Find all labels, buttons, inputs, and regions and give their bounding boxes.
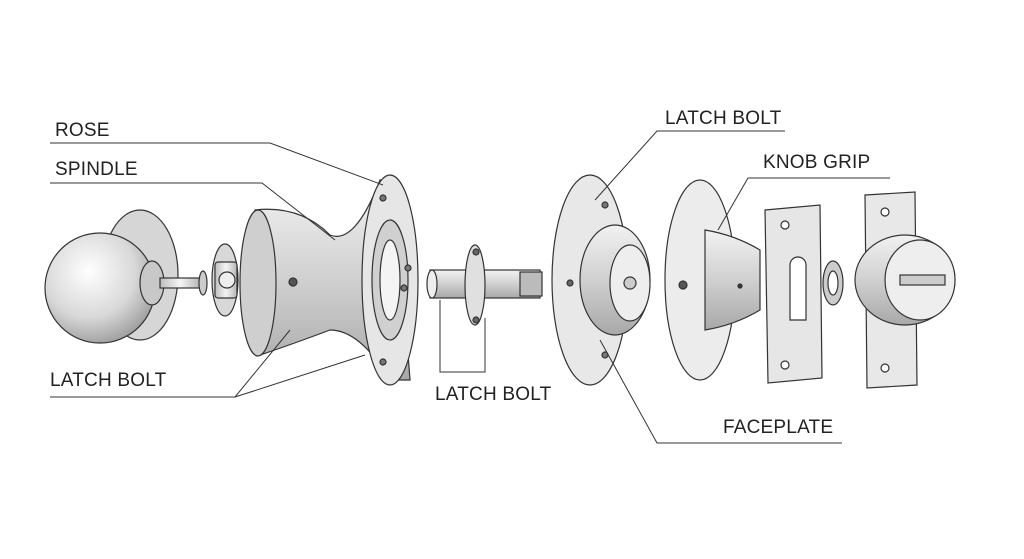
nut bbox=[211, 243, 239, 317]
knob-ball bbox=[44, 209, 208, 344]
label-rose: ROSE bbox=[55, 120, 110, 141]
rose-spindle bbox=[239, 174, 419, 386]
faceplate bbox=[764, 204, 823, 384]
latch-rose bbox=[551, 174, 651, 386]
label-latch-bolt-center: LATCH BOLT bbox=[435, 384, 552, 405]
label-latch-bolt-right: LATCH BOLT bbox=[665, 108, 782, 129]
label-latch-bolt-left: LATCH BOLT bbox=[50, 370, 167, 391]
label-knob-grip: KNOB GRIP bbox=[763, 152, 871, 173]
knob-grip bbox=[664, 179, 761, 381]
label-faceplate: FACEPLATE bbox=[723, 417, 834, 438]
leader-lines bbox=[50, 130, 890, 444]
label-spindle: SPINDLE bbox=[55, 159, 138, 180]
strike-plate bbox=[854, 191, 956, 389]
spindle-shaft bbox=[426, 244, 543, 326]
